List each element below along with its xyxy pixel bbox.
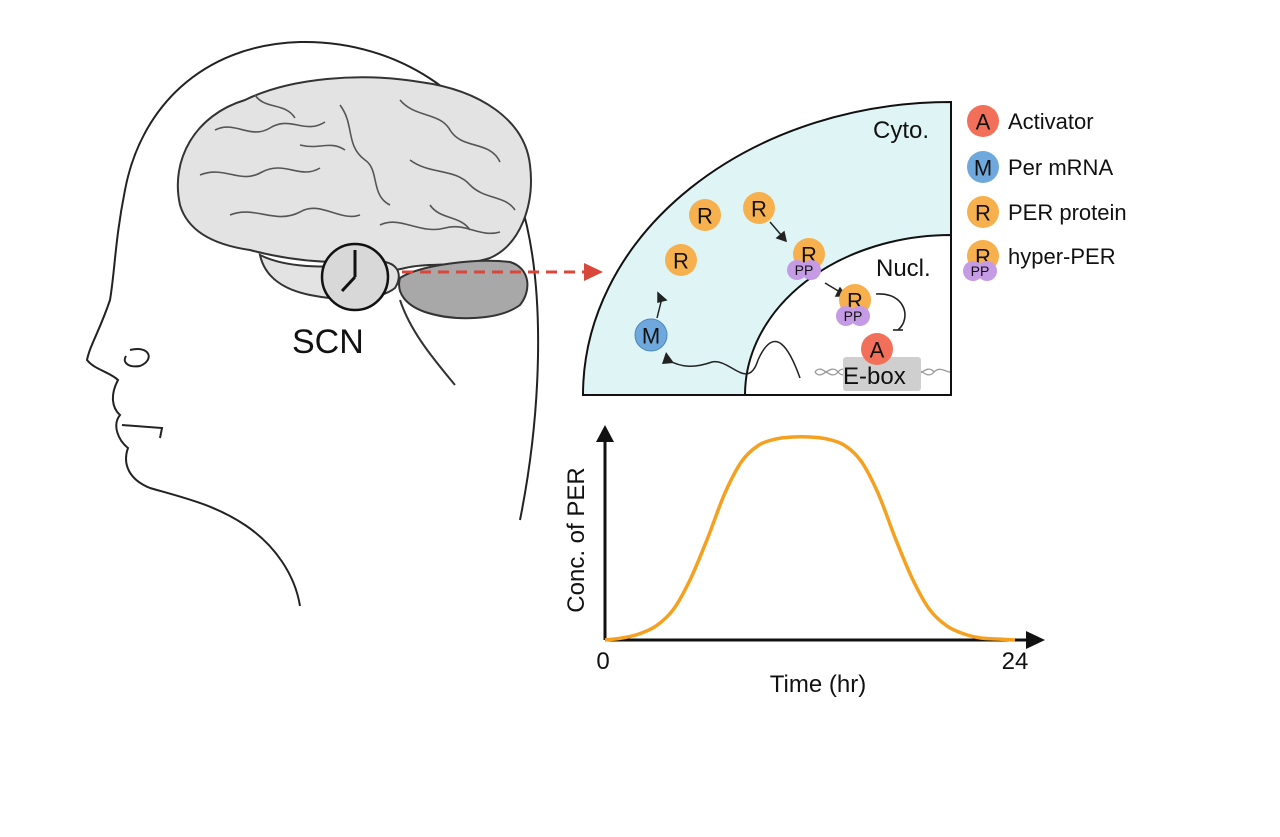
mouth-line: [121, 424, 164, 439]
molecule-per-1: R: [665, 244, 697, 276]
phospho-symbol: PP: [795, 262, 814, 278]
legend-item-mrna: M Per mRNA: [967, 151, 1113, 183]
legend-item-per: R PER protein: [967, 196, 1127, 228]
legend-item-hyper-per: R PP hyper-PER: [963, 240, 1116, 281]
per-symbol: R: [697, 204, 713, 229]
nucl-label: Nucl.: [876, 255, 931, 282]
ebox-label: E-box: [843, 363, 906, 390]
cell-diagram: Cyto. Nucl. E-box M R: [581, 100, 952, 396]
brainstem: [399, 299, 456, 386]
mrna-symbol: M: [642, 324, 660, 349]
legend: A Activator M Per mRNA R PER protein R P…: [963, 105, 1127, 281]
x-tick-label-start: 0: [596, 648, 609, 675]
cerebrum: [176, 76, 532, 272]
scn-clock-icon: [320, 242, 390, 312]
repression-arrow: [875, 293, 906, 331]
legend-label: PER protein: [1008, 200, 1127, 225]
per-concentration-line: [604, 435, 1016, 642]
brain-folds: [199, 94, 516, 235]
x-axis: [605, 631, 1045, 649]
zoom-arrow: [402, 263, 603, 281]
x-tick-label-end: 24: [1002, 648, 1029, 675]
y-axis: [596, 425, 614, 640]
ebox-box: [843, 357, 921, 391]
cyto-label: Cyto.: [873, 117, 929, 144]
molecule-activator: A: [861, 333, 893, 365]
per-concentration-chart: 0 24 Time (hr) Conc. of PER: [563, 425, 1045, 698]
phospho-symbol: PP: [971, 263, 990, 279]
molecule-mrna: M: [634, 318, 668, 352]
molecule-per-3: R: [743, 192, 775, 224]
legend-item-activator: A Activator: [967, 105, 1094, 137]
cerebellum: [398, 259, 529, 320]
mrna-arrowhead: [662, 352, 674, 364]
legend-symbol: M: [974, 156, 992, 181]
mrna-transcript: [667, 340, 801, 379]
scn-label: SCN: [292, 323, 364, 361]
y-axis-label: Conc. of PER: [563, 467, 590, 612]
per-symbol: R: [751, 197, 767, 222]
legend-symbol: A: [976, 110, 991, 135]
molecule-per-2: R: [689, 199, 721, 231]
nostril: [123, 348, 150, 368]
legend-label: hyper-PER: [1008, 244, 1116, 269]
legend-label: Activator: [1008, 109, 1094, 134]
phospho-symbol: PP: [844, 308, 863, 324]
molecule-hyper-per-2: R PP: [836, 284, 871, 326]
legend-label: Per mRNA: [1008, 155, 1113, 180]
molecule-hyper-per-1: R PP: [787, 238, 825, 280]
per-symbol: R: [673, 249, 689, 274]
x-axis-label: Time (hr): [770, 671, 866, 698]
activator-symbol: A: [870, 338, 885, 363]
legend-symbol: R: [975, 201, 991, 226]
